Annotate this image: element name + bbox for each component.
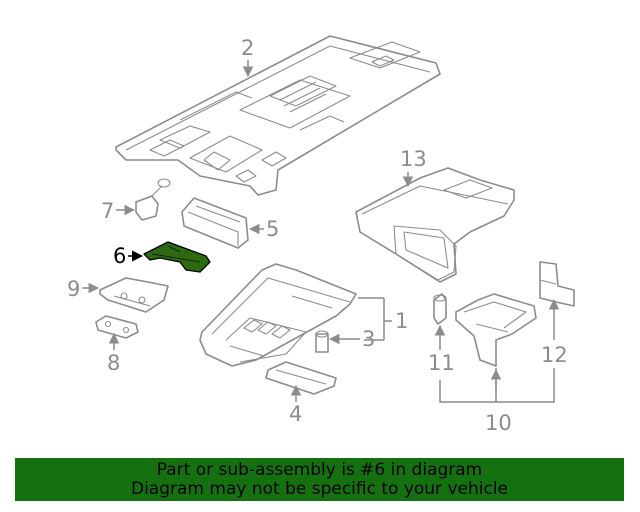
svg-text:6: 6 bbox=[113, 244, 126, 268]
part-13-housing[interactable] bbox=[355, 167, 515, 283]
callout-1: 1 bbox=[358, 297, 408, 341]
svg-text:1: 1 bbox=[395, 309, 408, 333]
svg-text:12: 12 bbox=[541, 343, 568, 367]
part-8-plate[interactable] bbox=[95, 315, 139, 339]
part-11-lens[interactable] bbox=[433, 293, 447, 325]
svg-text:3: 3 bbox=[362, 327, 375, 351]
svg-text:8: 8 bbox=[107, 351, 120, 375]
part-9-bracket[interactable] bbox=[99, 277, 169, 313]
svg-text:2: 2 bbox=[241, 36, 254, 60]
callout-11: 11 bbox=[428, 324, 455, 375]
svg-text:13: 13 bbox=[400, 147, 427, 171]
svg-text:11: 11 bbox=[428, 351, 455, 375]
svg-text:4: 4 bbox=[289, 402, 302, 426]
callout-12: 12 bbox=[541, 298, 568, 367]
svg-text:5: 5 bbox=[266, 217, 279, 241]
part-12-panel[interactable] bbox=[539, 261, 575, 307]
callout-8: 8 bbox=[107, 332, 120, 375]
part-6-shape bbox=[143, 241, 211, 273]
callout-10: 10 bbox=[439, 368, 555, 435]
callout-7: 7 bbox=[101, 199, 136, 223]
banner-line-1: Part or sub-assembly is #6 in diagram bbox=[156, 459, 483, 480]
part-7-socket[interactable] bbox=[135, 178, 171, 221]
callout-13: 13 bbox=[400, 147, 427, 188]
callout-3: 3 bbox=[328, 327, 375, 351]
svg-text:7: 7 bbox=[101, 199, 114, 223]
svg-text:10: 10 bbox=[485, 411, 512, 435]
callout-2: 2 bbox=[241, 36, 254, 78]
callout-5: 5 bbox=[248, 217, 279, 241]
part-5-lamp[interactable] bbox=[181, 197, 249, 249]
info-banner: Part or sub-assembly is #6 in diagram Di… bbox=[15, 458, 624, 501]
banner-background bbox=[15, 458, 624, 501]
part-1-overhead-console[interactable] bbox=[199, 263, 357, 367]
part-3-cap[interactable] bbox=[315, 330, 329, 353]
callout-6: 6 bbox=[113, 244, 144, 268]
part-2-roof-frame[interactable] bbox=[115, 35, 441, 196]
banner-line-2: Diagram may not be specific to your vehi… bbox=[130, 478, 508, 499]
callout-9: 9 bbox=[67, 277, 100, 301]
part-6-bracket-highlighted[interactable] bbox=[143, 241, 211, 273]
svg-text:9: 9 bbox=[67, 277, 80, 301]
part-4-cover[interactable] bbox=[265, 361, 337, 395]
callout-4: 4 bbox=[289, 384, 302, 426]
part-10-bracket-assembly[interactable] bbox=[455, 293, 537, 367]
